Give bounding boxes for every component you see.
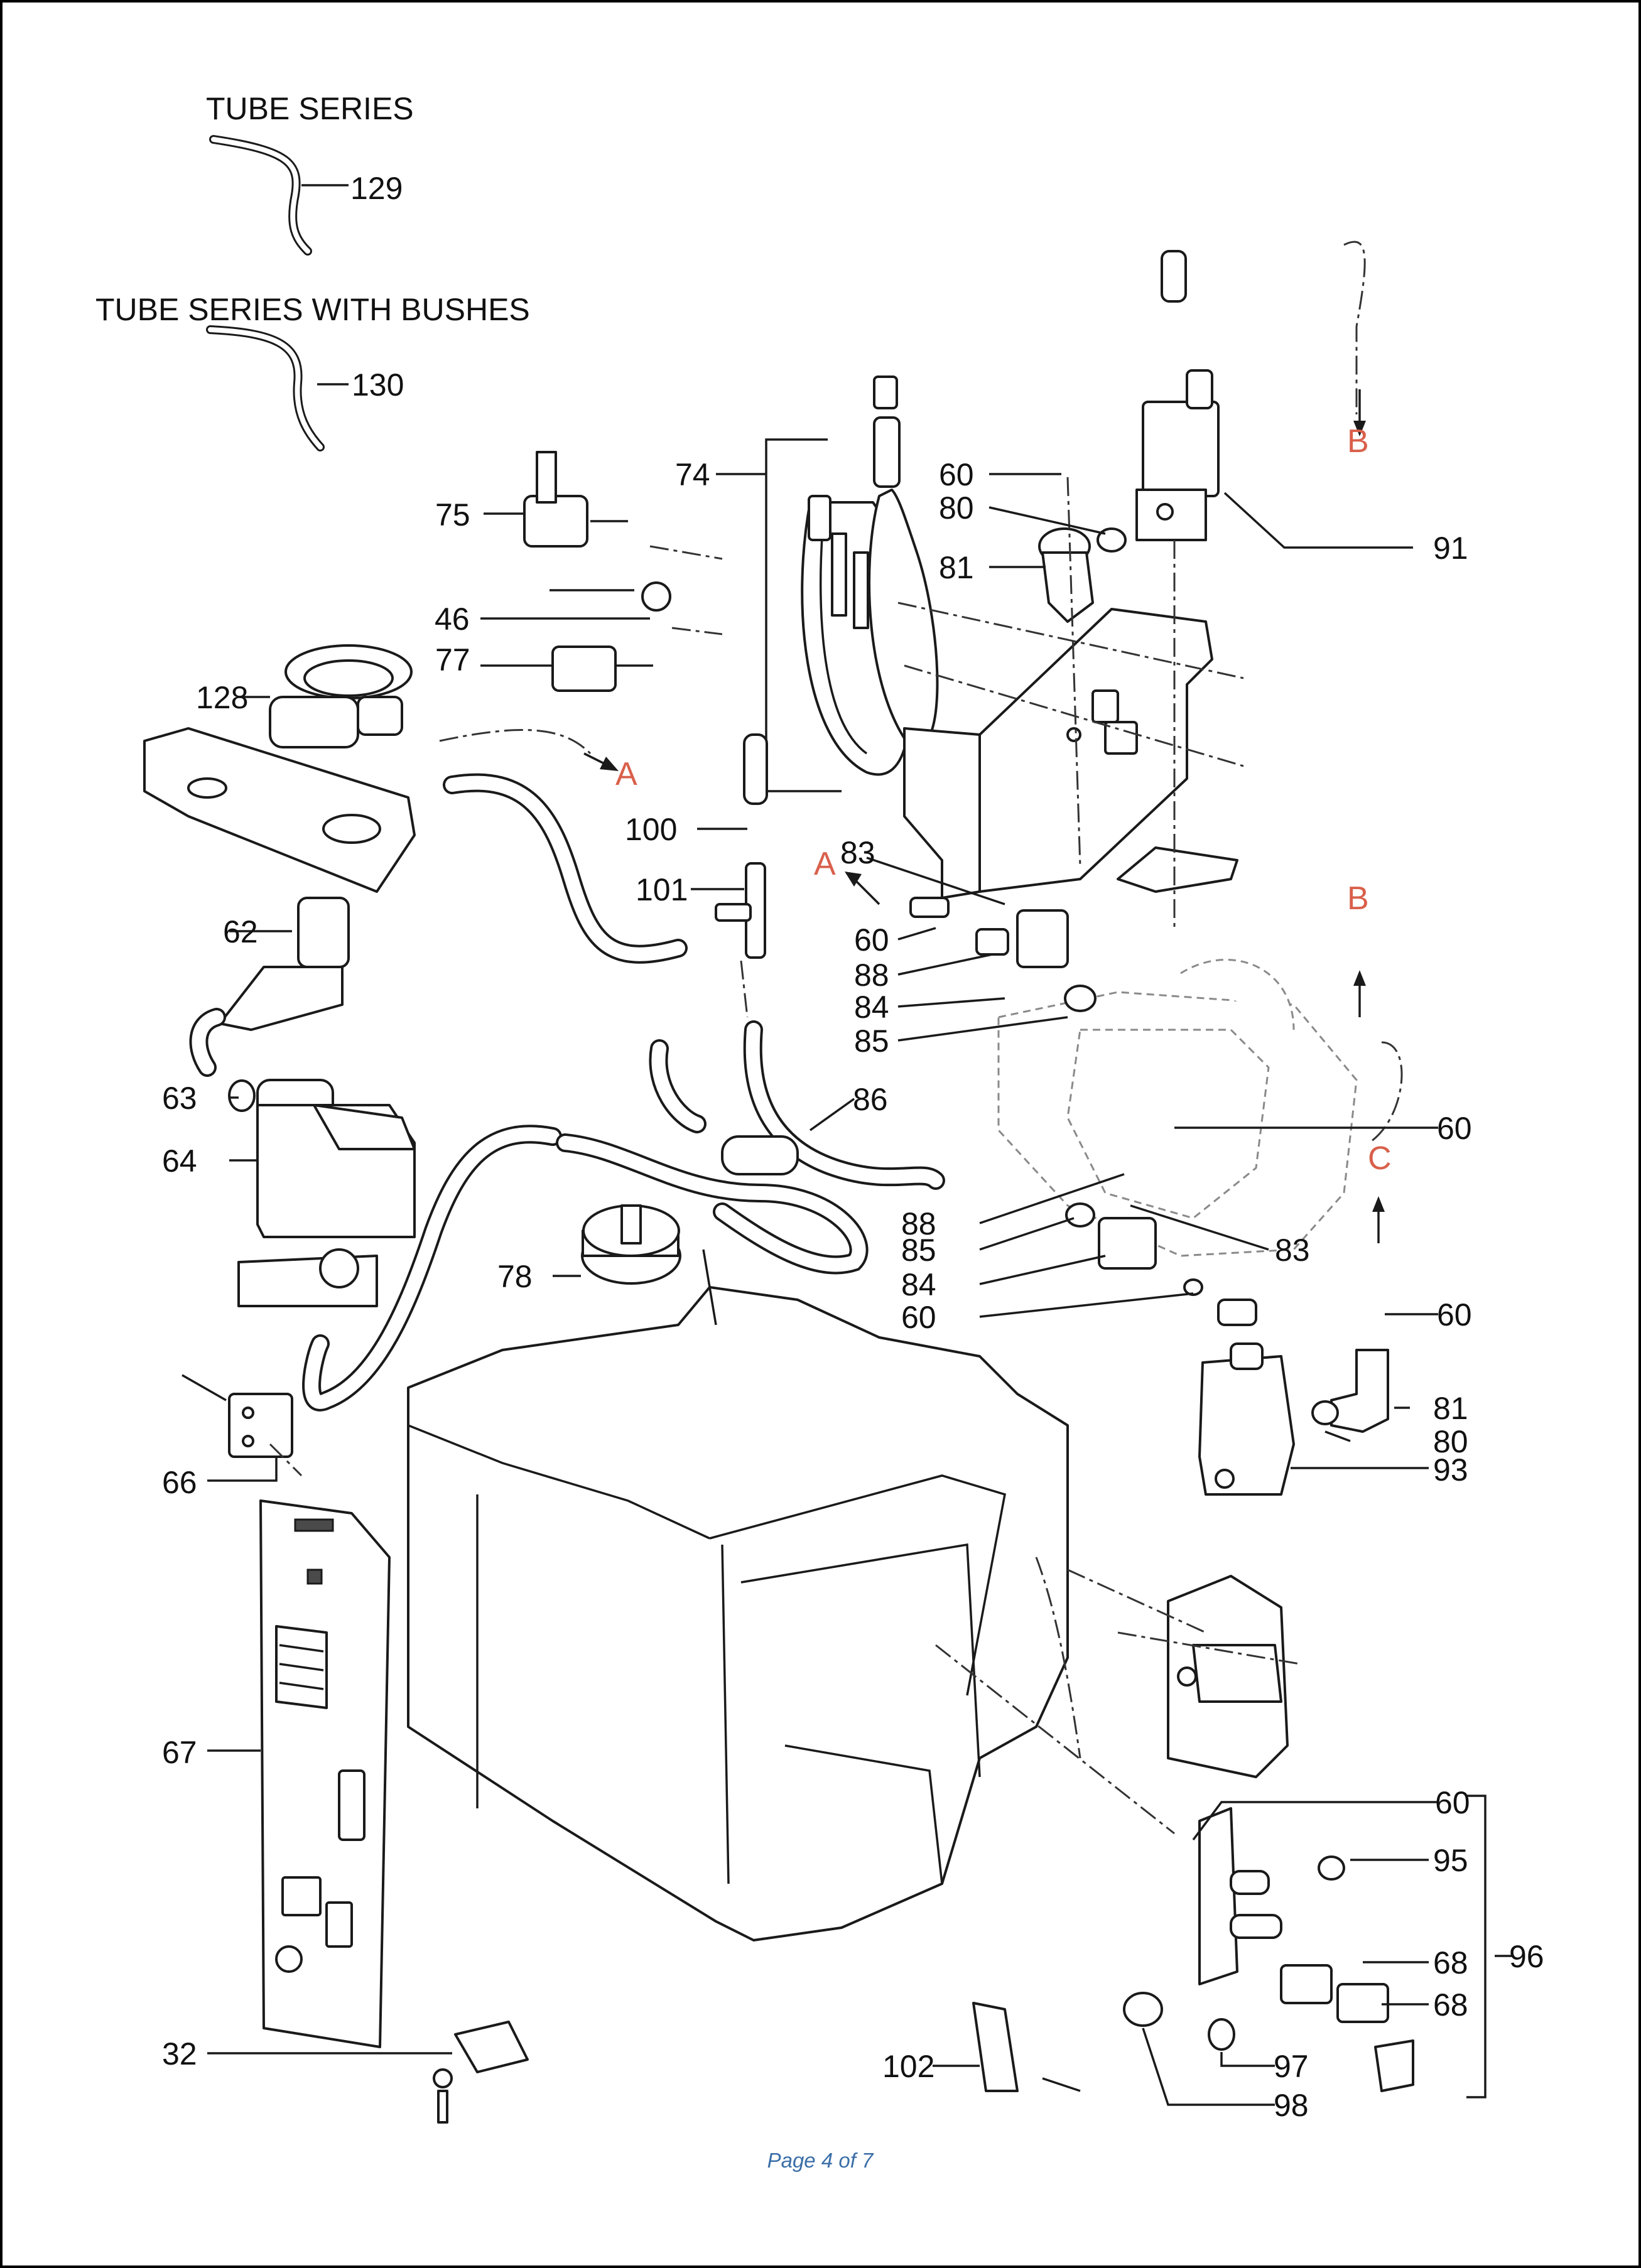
thermostat-75 <box>523 451 628 548</box>
solenoid-valve-93 <box>1198 1342 1295 1496</box>
group-bracket-96 <box>1466 1795 1487 2098</box>
ref-b-lower: B <box>1347 880 1369 917</box>
callout-60-d: 60 <box>1437 1111 1472 1146</box>
leader-lines <box>207 184 1514 2106</box>
hose-long <box>302 1125 562 1412</box>
callout-62: 62 <box>223 914 258 949</box>
callout-60-a: 60 <box>939 457 974 492</box>
callout-95: 95 <box>1433 1843 1468 1878</box>
callout-63: 63 <box>162 1081 197 1116</box>
callout-86: 86 <box>853 1082 888 1117</box>
callout-60-b: 60 <box>854 922 889 958</box>
elbow-81-upper <box>1038 527 1127 623</box>
page-number: Page 4 of 7 <box>767 2149 874 2172</box>
assembly-96 <box>1123 1807 1414 2092</box>
bracket-66 <box>181 1374 293 1458</box>
callout-80-b: 80 <box>1433 1424 1468 1459</box>
hose-upper <box>443 773 688 964</box>
solenoid-valve-91 <box>1135 250 1220 541</box>
lever-tray <box>143 727 416 893</box>
callout-68-b: 68 <box>1433 1987 1468 2022</box>
callout-64: 64 <box>162 1143 197 1179</box>
callout-46: 46 <box>435 602 470 637</box>
callout-83-b: 83 <box>1275 1233 1310 1268</box>
infuser-outline <box>997 959 1358 1257</box>
component-63 <box>228 1079 256 1112</box>
hose-mid <box>556 1133 869 1275</box>
callout-97: 97 <box>1274 2049 1309 2084</box>
filter-86 <box>721 1135 799 1175</box>
callout-75: 75 <box>435 497 470 532</box>
chassis-frame <box>407 1249 1069 1941</box>
hose-short <box>649 1039 707 1133</box>
flow-arrows <box>583 389 1385 1243</box>
elbow-81-lower <box>1311 1349 1389 1433</box>
callout-labels: 129 130 75 46 77 128 74 60 80 81 91 100 … <box>162 171 1544 2123</box>
callout-68-a: 68 <box>1433 1945 1468 1980</box>
callout-60-f: 60 <box>1435 1785 1470 1820</box>
circuit-board-67 <box>259 1499 391 2048</box>
callout-66: 66 <box>162 1465 197 1500</box>
ref-c: C <box>1368 1140 1392 1177</box>
callout-78: 78 <box>497 1259 533 1294</box>
callout-96: 96 <box>1509 1939 1544 1974</box>
connector-62 <box>189 897 350 1077</box>
ref-a-upper: A <box>615 756 637 792</box>
hose-86 <box>743 1020 945 1190</box>
microswitch-bracket <box>1167 1575 1289 1778</box>
support-bracket <box>903 608 1238 899</box>
callout-128: 128 <box>196 680 248 715</box>
pump-64 <box>237 1079 416 1307</box>
callout-102: 102 <box>882 2049 934 2084</box>
callout-88-a: 88 <box>854 958 889 993</box>
callout-85-b: 85 <box>901 1233 936 1268</box>
callout-80-a: 80 <box>939 490 974 526</box>
clip-102 <box>972 2002 1081 2092</box>
flowmeter-78 <box>581 1204 681 1285</box>
callout-74: 74 <box>675 457 710 492</box>
callout-129: 129 <box>350 171 403 206</box>
thermostat-77 <box>551 645 653 692</box>
callout-98: 98 <box>1274 2088 1309 2123</box>
caption-tube-series: TUBE SERIES <box>206 91 414 126</box>
thermoblock-74 <box>801 375 939 776</box>
ref-a-lower: A <box>814 846 836 882</box>
connector-84-lower <box>1065 1202 1257 1326</box>
dispenser-128 <box>269 644 413 748</box>
callout-84-b: 84 <box>901 1267 936 1302</box>
callout-60-c: 60 <box>901 1300 936 1335</box>
callout-67: 67 <box>162 1735 197 1770</box>
callout-60-e: 60 <box>1437 1297 1472 1332</box>
switch-32 <box>433 2021 529 2124</box>
callout-130: 130 <box>352 367 404 402</box>
caption-tube-series-with-bushes: TUBE SERIES WITH BUSHES <box>95 292 530 327</box>
callout-32: 32 <box>162 2036 197 2071</box>
callout-93: 93 <box>1433 1452 1468 1488</box>
t-fitting-101 <box>715 733 768 959</box>
tube-129 <box>209 135 312 256</box>
callout-85-a: 85 <box>854 1023 889 1059</box>
callout-81-b: 81 <box>1433 1391 1468 1426</box>
callout-88-b: 88 <box>901 1206 936 1241</box>
reference-letters: A A B B C <box>615 423 1392 1177</box>
callout-84-a: 84 <box>854 990 889 1025</box>
tube-130 <box>206 325 325 451</box>
ref-b-upper: B <box>1347 423 1369 460</box>
callout-83-a: 83 <box>840 835 875 870</box>
callout-101: 101 <box>636 872 688 907</box>
callout-77: 77 <box>435 642 470 678</box>
callout-81-a: 81 <box>939 550 974 585</box>
callout-100: 100 <box>625 812 677 847</box>
callout-91: 91 <box>1433 531 1468 566</box>
fuse-46 <box>550 581 671 612</box>
